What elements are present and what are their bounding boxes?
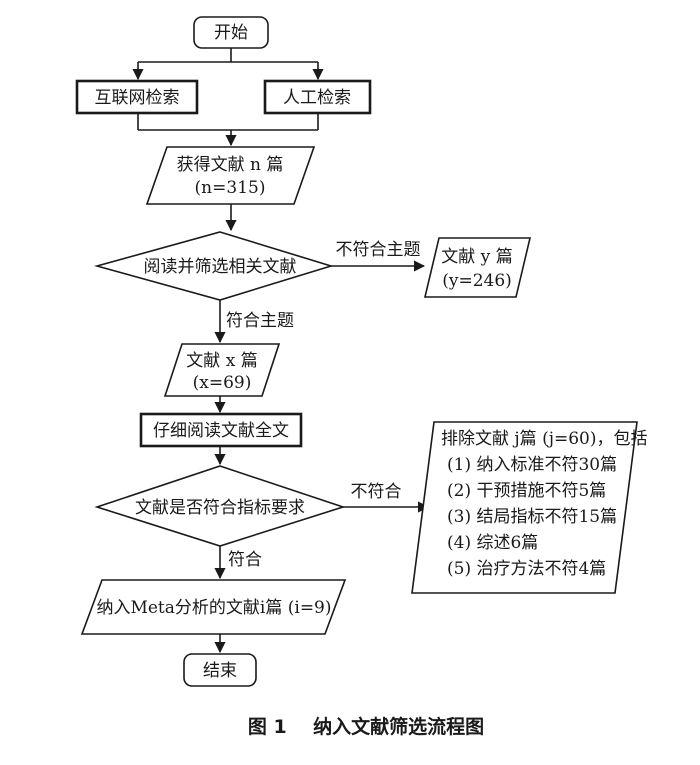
included-label: 纳入Meta分析的文献i篇 (i=9)	[96, 598, 331, 618]
match-label: 符合	[228, 550, 262, 570]
manual-search-label: 人工检索	[283, 88, 351, 108]
excluded-title: 排除文献 j篇 (j=60)，包括	[441, 429, 648, 449]
end-node	[183, 653, 257, 687]
internet-search-label: 互联网检索	[95, 88, 180, 108]
on-topic-label: 符合主题	[226, 311, 294, 331]
obtained-label-line1: 获得文献 n 篇	[177, 155, 284, 175]
not-on-topic-label: 不符合主题	[336, 240, 421, 260]
ontopic-node	[163, 343, 281, 397]
excluded-item: (1) 纳入标准不符30篇	[447, 455, 617, 475]
criteria-label: 文献是否符合指标要求	[135, 498, 305, 518]
start-label: 开始	[214, 23, 248, 43]
ontopic-label-line1: 文献 x 篇	[186, 351, 257, 371]
fulltext-node	[139, 412, 303, 448]
not-match-label: 不符合	[351, 482, 402, 502]
offtopic-label-line1: 文献 y 篇	[441, 247, 512, 267]
offtopic-node	[423, 237, 532, 298]
end-label: 结束	[203, 661, 237, 681]
excluded-item: (2) 干预措施不符5篇	[447, 481, 606, 501]
excluded-item: (5) 治疗方法不符4篇	[447, 559, 606, 579]
manual-search-node	[263, 79, 372, 115]
fulltext-label: 仔细阅读文献全文	[153, 421, 289, 441]
excluded-node	[411, 421, 638, 594]
figure-caption: 图 1 纳入文献筛选流程图	[248, 715, 484, 738]
excluded-item: (3) 结局指标不符15篇	[447, 507, 617, 527]
obtained-label-line2: (n=315)	[195, 178, 266, 198]
ontopic-label-line2: (x=69)	[193, 373, 252, 393]
included-node	[80, 579, 347, 635]
screen-label: 阅读并筛选相关文献	[144, 257, 297, 277]
excluded-item: (4) 综述6篇	[447, 533, 538, 553]
offtopic-label-line2: (y=246)	[442, 271, 512, 291]
internet-search-node	[75, 79, 199, 115]
obtained-node	[145, 146, 316, 205]
